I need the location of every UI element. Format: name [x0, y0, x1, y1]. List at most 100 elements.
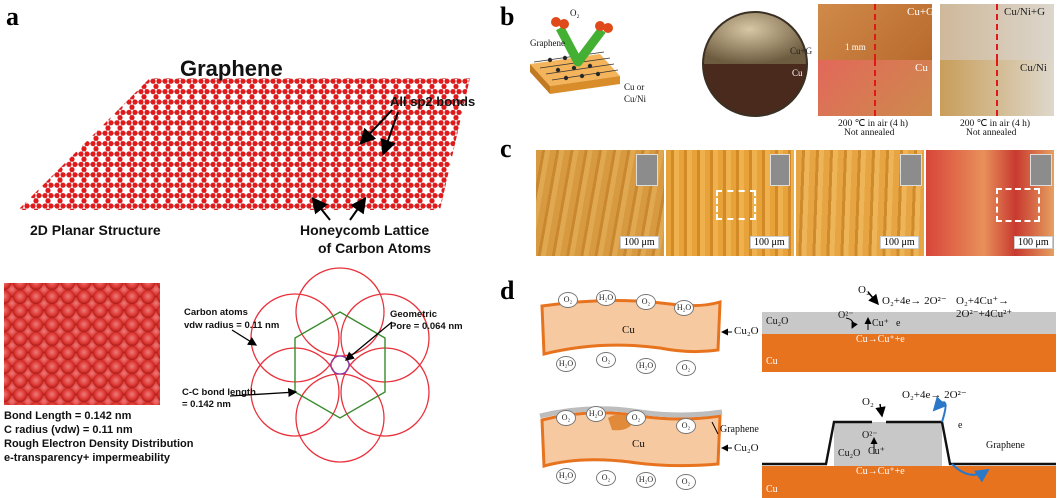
cuplus-label: Cu⁺	[872, 318, 889, 329]
cu2o-island-label: Cu₂O	[838, 448, 861, 459]
graphene-title: Graphene	[180, 56, 283, 81]
cu2o-label-strip: Cu₂O	[734, 325, 759, 337]
oxygen-barrier-schematic	[530, 17, 620, 94]
copper-strip-coated	[540, 411, 722, 468]
panel-d: O₂ H₂O O₂ H₂O H₂O O₂ H₂O O₂ Cu Cu₂O O₂ O…	[500, 270, 1059, 498]
graphene-schematic-label: Graphene	[530, 38, 565, 48]
hexagon-outline	[294, 311, 386, 419]
o2-label: O₂	[570, 8, 580, 18]
sp2-bonds-label: All sp2 bonds	[390, 94, 476, 109]
graphene-sheet-illustration	[18, 78, 470, 210]
cu2o-label-strip-2: Cu₂O	[734, 442, 759, 454]
graphene-line	[762, 420, 1056, 466]
carbon-atoms-label-2: vdw radius = 0.11 nm	[184, 320, 280, 331]
o2-molecule: O₂	[626, 410, 646, 426]
cuplus-label-2: Cu⁺	[868, 446, 885, 457]
cu-oxidation-label-2: Cu→Cu⁺+e	[856, 466, 905, 477]
geometric-pore-label-2: Pore = 0.064 nm	[390, 321, 463, 332]
photo-cu-g-label: Cu+G	[907, 6, 934, 18]
cu-bulk-label: Cu	[766, 356, 778, 367]
c-radius-text: C radius (vdw) = 0.11 nm	[4, 424, 133, 436]
cu-label-strip: Cu	[622, 324, 635, 336]
electron-density-text: Rough Electron Density Distribution	[4, 438, 194, 450]
o2-molecule: O₂	[596, 352, 616, 368]
coin-bottom-label: Cu	[792, 68, 803, 78]
cc-bond-label-1: C-C bond length	[182, 387, 256, 398]
coin-photo	[702, 11, 808, 117]
cu-ni-label: Cu/Ni	[624, 94, 647, 104]
o2-arrow-label-2: O₂	[862, 396, 874, 408]
graphene-lattice	[18, 78, 470, 210]
condition1-line1: 200 ℃ in air (4 h)	[838, 119, 909, 129]
o2minus-label: O²⁻	[838, 310, 854, 321]
planar-structure-label: 2D Planar Structure	[30, 222, 161, 238]
cu-bulk-layer	[762, 334, 1056, 372]
h2o-molecule: H₂O	[556, 468, 576, 484]
o2-molecule: O₂	[556, 410, 576, 426]
electron-label-2: e	[958, 420, 963, 431]
scale-bar-3: 100 μm	[880, 236, 919, 249]
scale-1mm-label: 1 mm	[845, 42, 866, 52]
panel-label-b: b	[500, 2, 515, 31]
panel-a-arrows	[311, 109, 399, 221]
condition2-line1: 200 ℃ in air (4 h)	[960, 119, 1031, 129]
o2minus-label-2: O²⁻	[862, 430, 878, 441]
scale-bar-2: 100 μm	[750, 236, 789, 249]
cu2o-layer	[762, 312, 1056, 334]
honeycomb-label-line1: Honeycomb Lattice	[300, 222, 430, 238]
geometric-pore	[330, 355, 350, 375]
photo-cuni-label: Cu/Ni	[1020, 62, 1047, 74]
carbon-atoms-label-1: Carbon atoms	[184, 307, 248, 318]
panel-label-d: d	[500, 276, 515, 305]
oxidation-mechanism-diagram	[539, 291, 1056, 498]
h2o-molecule: H₂O	[596, 290, 616, 306]
graphene-label-cross: Graphene	[986, 440, 1025, 451]
cu-or-label: Cu or	[624, 82, 645, 92]
scale-bar-4: 100 μm	[1014, 236, 1053, 249]
photo-cu-label: Cu	[915, 62, 928, 74]
cu-oxidation-label: Cu→Cu⁺+e	[856, 334, 905, 345]
vdw-radius-diagram	[250, 267, 430, 463]
honeycomb-label-line2: of Carbon Atoms	[318, 240, 432, 256]
cu2o-layer-label: Cu₂O	[766, 316, 789, 327]
panel-b: O₂ Graphene Cu or Cu/Ni Cu+G Cu Cu+G 1 m…	[500, 0, 1059, 138]
copper-strip-bare	[540, 298, 722, 356]
photo-cu-g-annealed	[818, 4, 932, 60]
o2-molecule: O₂	[558, 292, 578, 308]
o2-molecule: O₂	[676, 360, 696, 376]
o2-molecule: O₂	[596, 470, 616, 486]
photo-cuni-g-label: Cu/Ni+G	[1004, 6, 1046, 18]
cu2o-island	[834, 422, 942, 466]
h2o-molecule: H₂O	[674, 300, 694, 316]
reaction-copper-oxidation: O₂+4Cu⁺→ 2O²⁻+4Cu²⁺	[956, 295, 1013, 320]
h2o-molecule: H₂O	[636, 358, 656, 374]
cc-bond-label-2: = 0.142 nm	[182, 399, 231, 410]
o2-arrow-label: O₂	[858, 284, 870, 296]
panel-label-a: a	[6, 2, 19, 31]
scale-bar-1: 100 μm	[620, 236, 659, 249]
h2o-molecule: H₂O	[636, 472, 656, 488]
h2o-molecule: H₂O	[556, 356, 576, 372]
transparency-text: e-transparency+ impermeability	[4, 452, 170, 464]
condition1-line2: Not annealed	[844, 128, 895, 138]
photo-cuni-annealed	[940, 60, 1054, 116]
cu-bulk-layer-2	[762, 466, 1056, 498]
coin-top-label: Cu+G	[790, 46, 813, 56]
o2-molecule: O₂	[676, 474, 696, 490]
cu-bulk-label-2: Cu	[766, 484, 778, 495]
panel-a: Graphene All sp2 bonds 2D Planar Structu…	[0, 0, 500, 498]
electron-density-map	[4, 283, 160, 405]
photo-cu-annealed	[818, 60, 932, 116]
panel-label-c: c	[500, 134, 512, 163]
bond-length-text: Bond Length = 0.142 nm	[4, 410, 132, 422]
o2-molecule: O₂	[676, 418, 696, 434]
geometric-pore-label-1: Geometric	[390, 309, 437, 320]
o2-molecule: O₂	[636, 294, 656, 310]
electron-label: e	[896, 318, 901, 329]
micrograph-4	[926, 150, 1054, 256]
reaction-oxygen-reduction-2: O₂+4e→ 2O²⁻	[902, 389, 967, 401]
condition2-line2: Not annealed	[966, 128, 1017, 138]
cu-label-strip-2: Cu	[632, 438, 645, 450]
h2o-molecule: H₂O	[586, 406, 606, 422]
panel-c: 100 μm 100 μm 100 μm 100 μm	[536, 150, 1056, 258]
